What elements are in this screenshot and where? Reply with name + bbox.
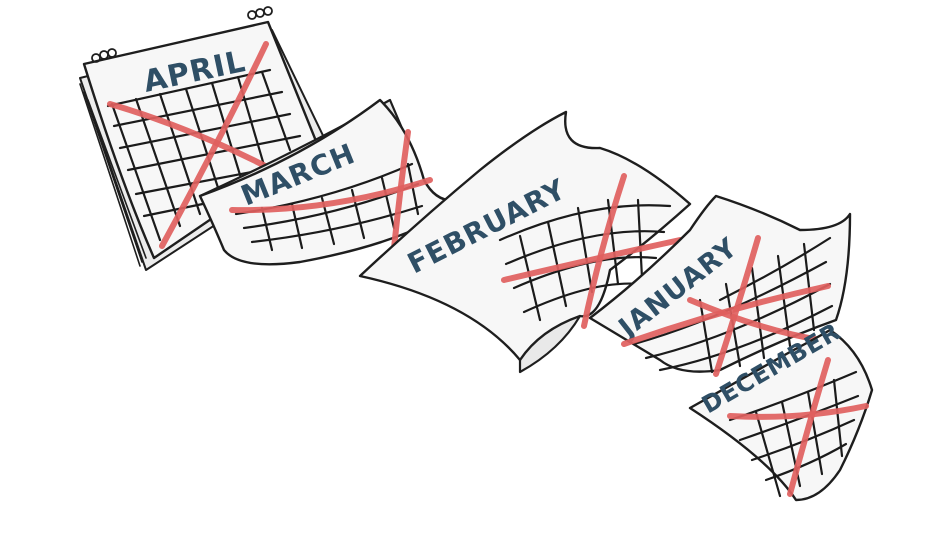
binder-rings <box>91 6 273 63</box>
calendar-page-april: APRIL <box>79 6 331 271</box>
cross-out-march <box>229 129 433 251</box>
cross-out-january <box>621 235 831 377</box>
calendar-page-march: MARCH <box>198 98 472 266</box>
cross-out-december <box>727 357 869 497</box>
calendar-grid-february <box>498 198 672 322</box>
cross-out-february <box>501 173 683 329</box>
